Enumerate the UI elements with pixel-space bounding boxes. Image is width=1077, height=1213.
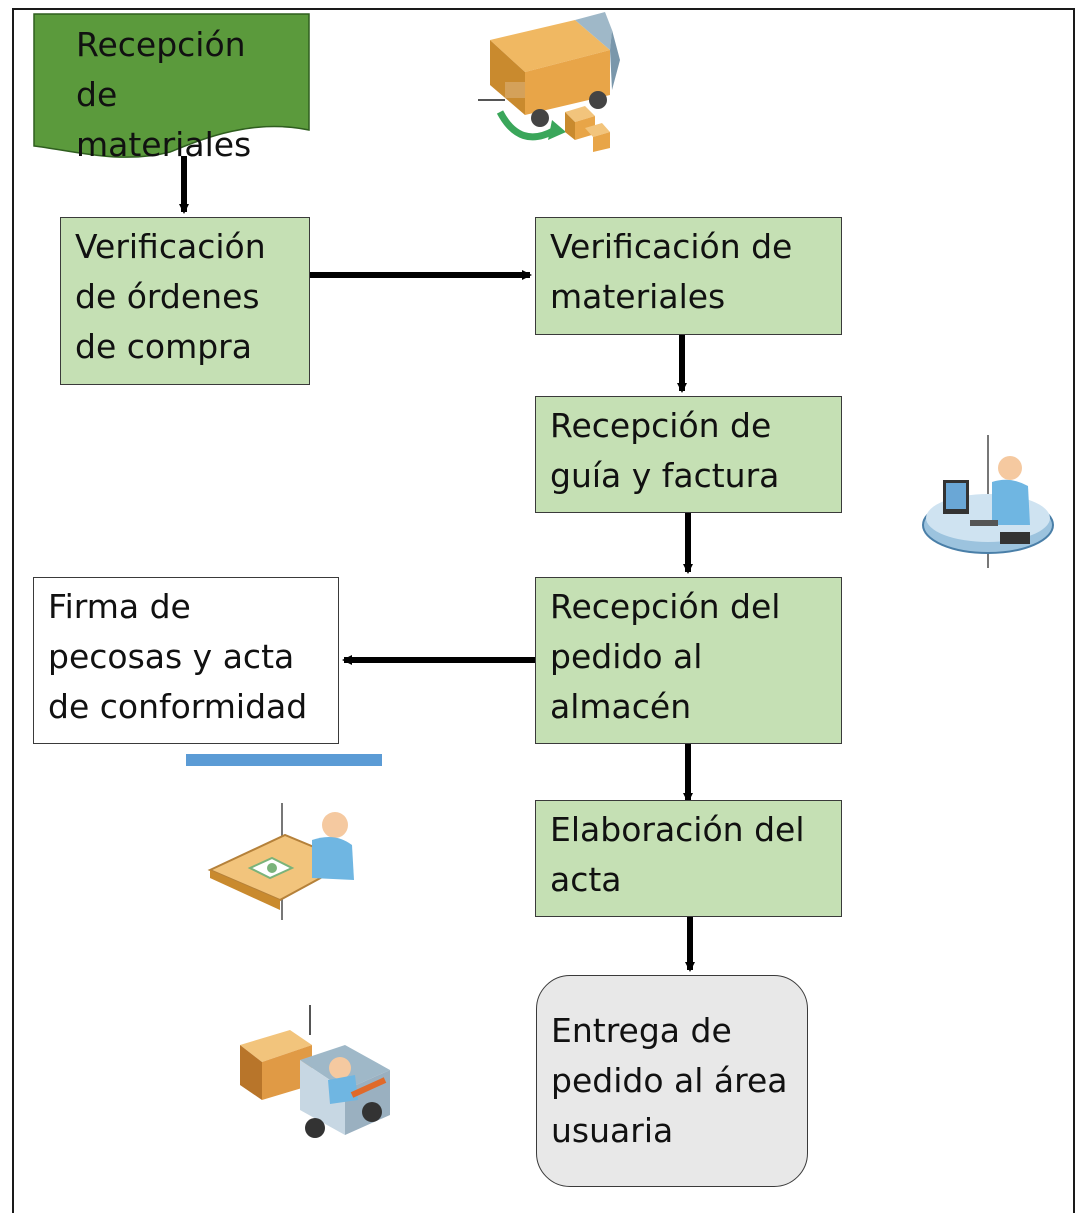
- node-receive-invoice: Recepción de guía y factura: [535, 396, 842, 513]
- node-draft-record: Elaboración del acta: [535, 800, 842, 917]
- node-verify-orders: Verificación de órdenes de compra: [60, 217, 310, 385]
- diagram-frame: [12, 8, 1075, 1213]
- accent-line: [186, 754, 382, 766]
- node-verify-materials: Verificación de materiales: [535, 217, 842, 335]
- node-start: Recepción de materiales: [76, 25, 252, 164]
- node-deliver: Entrega de pedido al área usuaria: [536, 975, 808, 1187]
- node-sign: Firma de pecosas y acta de conformidad: [33, 577, 339, 744]
- node-receive-order: Recepción del pedido al almacén: [535, 577, 842, 744]
